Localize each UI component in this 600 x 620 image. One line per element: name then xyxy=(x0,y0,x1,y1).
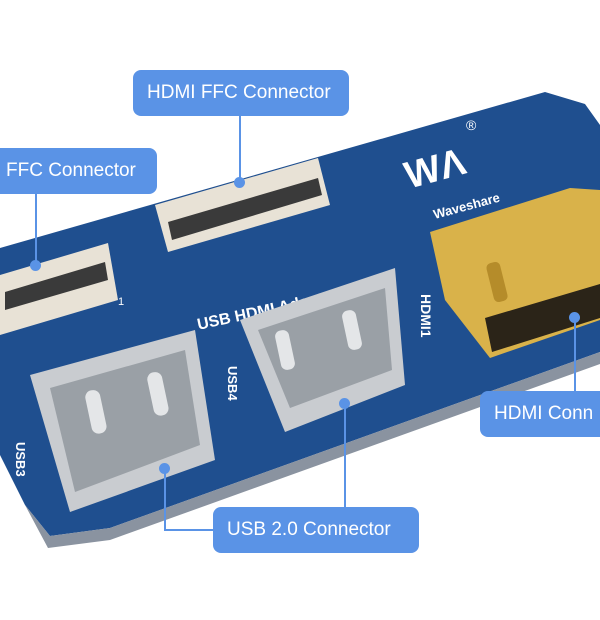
hdmi-port xyxy=(430,188,600,358)
callout-dot xyxy=(339,398,350,409)
pin1-silkscreen: 1 xyxy=(118,296,124,308)
callout-hdmi-connector: HDMI Conn xyxy=(480,391,600,437)
callout-line xyxy=(344,403,346,507)
callout-line xyxy=(164,529,213,531)
callout-hdmi-ffc-connector: HDMI FFC Connector xyxy=(133,70,349,116)
callout-usb-connector: USB 2.0 Connector xyxy=(213,507,419,553)
usb4-port xyxy=(240,268,405,432)
callout-line xyxy=(35,193,37,265)
callout-dot xyxy=(30,260,41,271)
ffc-connector: 1 xyxy=(0,243,124,335)
callout-dot xyxy=(234,177,245,188)
callout-ffc-connector: FFC Connector xyxy=(0,148,157,194)
usb3-silkscreen: USB3 xyxy=(13,442,28,477)
hdmi-ffc-connector xyxy=(155,158,330,252)
callout-line xyxy=(574,318,576,391)
callout-line xyxy=(239,116,241,182)
callout-dot xyxy=(569,312,580,323)
hdmi1-silkscreen: HDMI1 xyxy=(418,294,434,338)
callout-dot xyxy=(159,463,170,474)
usb4-silkscreen: USB4 xyxy=(225,366,240,401)
usb3-port xyxy=(30,330,215,512)
svg-text:®: ® xyxy=(466,117,477,133)
callout-line xyxy=(164,468,166,531)
